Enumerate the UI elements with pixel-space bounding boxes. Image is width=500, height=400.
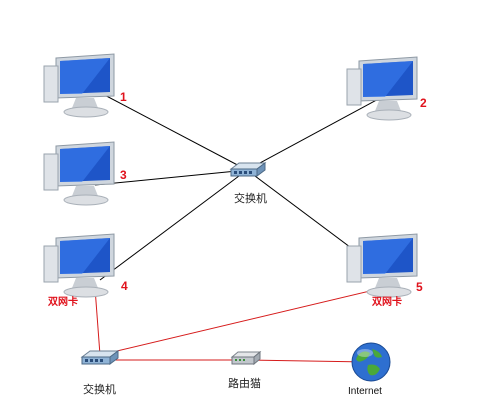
link-pc3-switch <box>94 169 248 186</box>
globe-icon <box>351 342 391 382</box>
network-switch-icon <box>80 350 120 365</box>
lower-switch <box>80 348 120 368</box>
internet-node <box>350 341 392 383</box>
main-switch-label: 交换机 <box>234 192 267 205</box>
computer-4-dual-nic-label: 双网卡 <box>48 297 78 308</box>
router-modem <box>230 350 262 368</box>
computer-4 <box>42 232 122 304</box>
computer-1 <box>42 52 122 124</box>
computer-5-number: 5 <box>416 280 423 294</box>
computer-3 <box>42 140 122 212</box>
network-switch-icon <box>229 162 267 177</box>
computer-4-number: 4 <box>121 279 128 293</box>
computer-1-number: 1 <box>120 90 127 104</box>
link-lowerswitch-pc5 <box>99 284 396 356</box>
link-pc4-switch <box>99 169 248 281</box>
router-label: 路由猫 <box>228 377 261 390</box>
desktop-computer-icon <box>43 53 115 118</box>
link-router-internet <box>244 359 369 363</box>
computer-2 <box>345 55 425 127</box>
computer-3-number: 3 <box>120 168 127 182</box>
desktop-computer-icon <box>43 233 115 298</box>
main-switch <box>229 160 267 180</box>
computer-2-number: 2 <box>420 96 427 110</box>
desktop-computer-icon <box>346 56 418 121</box>
computer-5-dual-nic-label: 双网卡 <box>372 297 402 308</box>
internet-label: Internet <box>348 386 382 397</box>
lower-switch-label: 交换机 <box>83 383 116 396</box>
link-pc1-switch <box>94 89 248 171</box>
desktop-computer-icon <box>346 233 418 298</box>
link-pc4-lowerswitch <box>94 287 101 356</box>
computer-5 <box>345 232 425 304</box>
router-modem-icon <box>230 350 262 366</box>
link-pc2-switch <box>246 89 396 171</box>
desktop-computer-icon <box>43 141 115 206</box>
